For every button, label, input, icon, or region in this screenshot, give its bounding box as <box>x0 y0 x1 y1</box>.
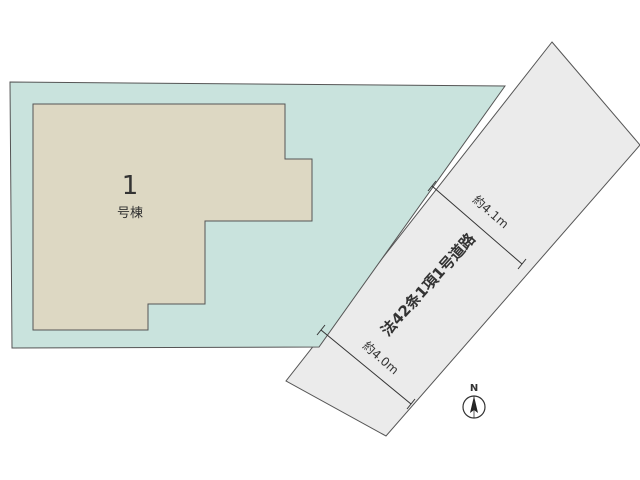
building-number: 1 <box>122 171 139 201</box>
compass-north-label: N <box>470 383 478 394</box>
north-compass-icon <box>462 395 486 419</box>
building-1-footprint <box>32 103 313 331</box>
dimension-line-upper <box>427 180 527 270</box>
building-label: 号棟 <box>117 206 143 221</box>
dimension-line-lower <box>316 324 416 410</box>
